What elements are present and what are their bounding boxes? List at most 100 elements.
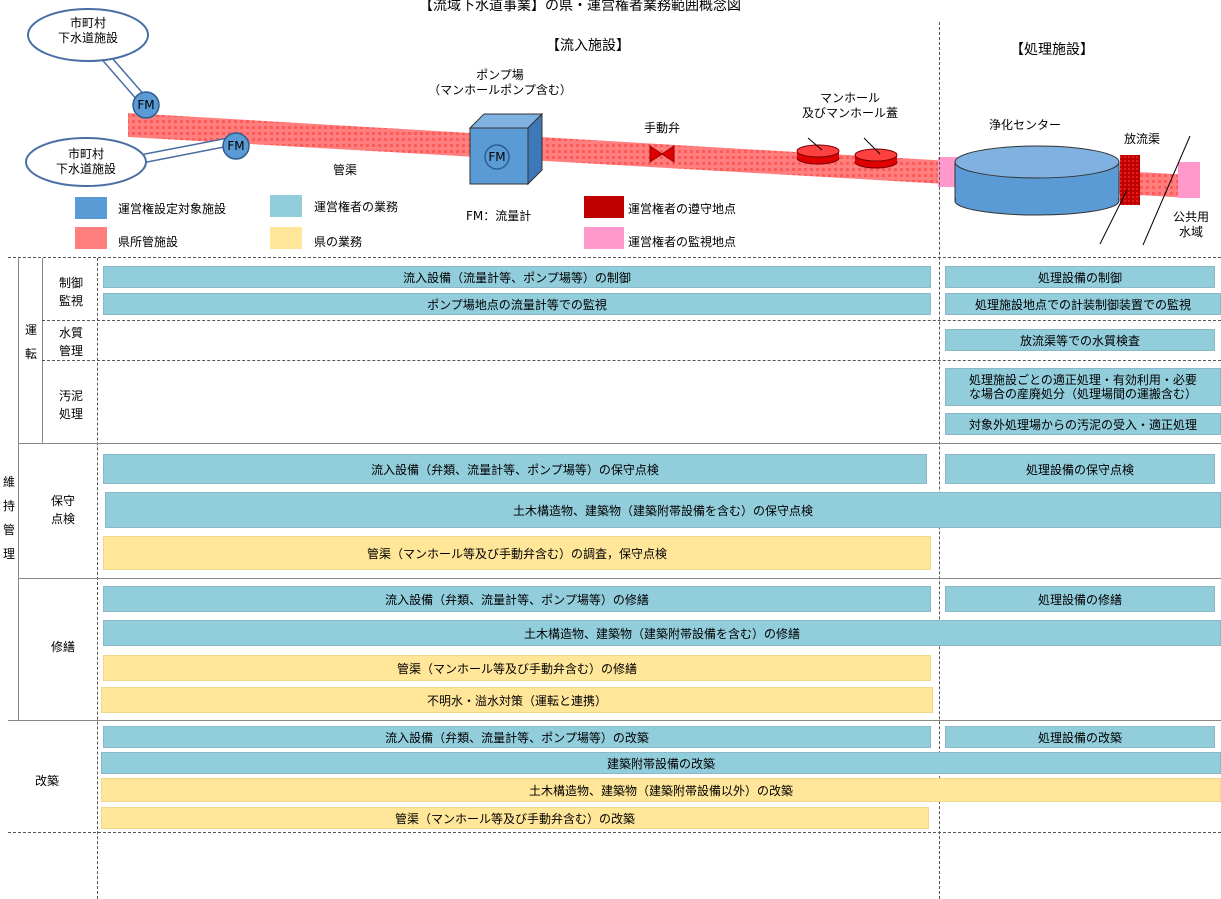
pump-station-line1: ポンプ場 [476,68,524,82]
fm-label-pump: FM [488,150,506,164]
category-operation: 運 転 [20,318,42,366]
bar-renovation-structures: 土木構造物、建築物（建築附帯設備以外）の改築 [101,778,1221,802]
municipal-bottom-line2: 下水道施設 [55,162,116,176]
legend-swatch-operator [270,195,302,217]
flowmeter-icon-2 [222,132,250,160]
bar-sludge-treatment: 処理施設ごとの適正処理・有効利用・必要 な場合の産廃処分（処理場間の運搬含む） [945,368,1221,406]
bar-sludge-external: 対象外処理場からの汚泥の受入・適正処理 [945,413,1221,435]
divider-bottom [8,832,1221,833]
category-sludge-line1: 汚泥 [58,389,83,403]
category-maintenance: 維 持 管 理 [0,470,18,566]
public-water-line1: 公共用 [1172,210,1209,224]
legend-swatch-pref-facility [75,227,107,249]
category-control-line1: 制御 [58,276,83,290]
divider-control-water [42,320,1221,321]
bar-inspection-inflow: 流入設備（弁類、流量計等、ポンプ場等）の保守点検 [103,454,927,484]
legend-swatch-monitoring [584,227,624,249]
section-inflow-label: 【流入施設】 [546,38,630,54]
divider-treatment [939,22,940,899]
bar-renovation-building-equipment: 建築附帯設備の改築 [101,752,1221,774]
municipal-ellipse-top [27,8,149,62]
manhole-icons [796,137,898,169]
flowmeter-icon-1 [132,91,160,119]
public-water-line2: 水域 [1178,225,1203,239]
bar-renovation-pipes: 管渠（マンホール等及び手動弁含む）の改築 [101,807,929,829]
pump-station-label: ポンプ場 （マンホールポンプ含む） [420,68,580,98]
municipal-ellipse-bottom [25,137,147,187]
manual-valve-icon [649,145,675,163]
bar-monitor-inflow: ポンプ場地点の流量計等での監視 [103,293,931,315]
category-control: 制御 監視 [46,274,96,310]
category-maintenance-char4: 理 [2,547,15,561]
bar-inspection-structures: 土木構造物、建築物（建築附帯設備を含む）の保守点検 [105,492,1221,528]
municipal-label-bottom: 市町村 下水道施設 [48,147,124,177]
category-repair: 修繕 [50,640,75,654]
category-inspection-line2: 点検 [50,512,75,526]
bar-monitor-treatment: 処理施設地点での計装制御装置での監視 [945,293,1221,315]
manhole-line2: 及びマンホール蓋 [801,106,898,120]
category-inspection-line1: 保守 [50,494,75,508]
legend-swatch-pref-work [270,227,302,249]
municipal-top-line2: 下水道施設 [57,31,118,45]
category-sludge: 汚泥 処理 [46,387,96,423]
bar-repair-inflow: 流入設備（弁類、流量計等、ポンプ場等）の修繕 [103,586,931,612]
legend-swatch-target [75,197,107,219]
manhole-line1: マンホール [819,91,880,105]
category-maintenance-char1: 維 [2,475,15,489]
legend-compliance-label: 運営権者の遵守地点 [628,202,737,216]
compliance-point-outfall [1120,155,1140,205]
fm-label-2: FM [227,139,245,153]
municipal-label-top: 市町村 下水道施設 [50,16,126,46]
public-water-label: 公共用 水域 [1166,210,1216,240]
municipal-top-line1: 市町村 [69,16,106,30]
bar-inspection-pipes: 管渠（マンホール等及び手動弁含む）の調査，保守点検 [103,536,931,570]
category-maintenance-char3: 管 [2,523,15,537]
bar-repair-pipes: 管渠（マンホール等及び手動弁含む）の修繕 [103,655,931,681]
monitoring-point-outfall [1178,162,1200,198]
section-treatment-label: 【処理施設】 [1010,42,1094,58]
legend-fm-note: FM：流量計 [466,209,532,223]
category-operation-char2: 転 [24,347,37,361]
bar-repair-treatment: 処理設備の修繕 [945,586,1215,612]
legend-pref-work-label: 県の業務 [314,235,363,249]
divider-operation [42,258,43,443]
bar-renovation-inflow: 流入設備（弁類、流量計等、ポンプ場等）の改築 [103,726,931,748]
bar-water-quality: 放流渠等での水質検査 [945,329,1215,351]
legend-target-label: 運営権設定対象施設 [118,202,227,216]
bar-repair-infiltration: 不明水・溢水対策（運転と連携） [101,687,933,713]
category-water-quality-line2: 管理 [58,344,83,358]
treatment-center-label: 浄化センター [989,118,1062,132]
legend-operator-label: 運営権者の業務 [314,200,399,214]
pump-station-icon [468,112,544,186]
bar-control-treatment: 処理設備の制御 [945,266,1215,288]
category-water-quality: 水質 管理 [46,324,96,360]
bar-repair-structures: 土木構造物、建築物（建築附帯設備を含む）の修繕 [103,620,1221,646]
facility-diagram [25,8,1200,246]
treatment-center-icon [954,145,1120,216]
legend-monitoring-label: 運営権者の監視地点 [628,235,737,249]
category-control-line2: 監視 [58,294,83,308]
connector-pipe-bottom [139,137,230,164]
legend-swatch-compliance [584,196,624,218]
pipe-label: 管渠 [333,163,358,177]
category-inspection: 保守 点検 [30,492,96,528]
divider-maintenance [18,258,19,720]
outfall-label: 放流渠 [1124,132,1161,146]
manual-valve-label: 手動弁 [644,121,681,135]
divider-maintenance-renovation [8,720,1221,721]
category-maintenance-char2: 持 [2,499,15,513]
divider-inspection-repair [18,578,1221,579]
bar-sludge-line2: な場合の産廃処分（処理場間の運搬含む） [968,387,1197,401]
bar-control-inflow: 流入設備（流量計等、ポンプ場等）の制御 [103,266,931,288]
bar-sludge-line1: 処理施設ごとの適正処理・有効利用・必要 [969,373,1197,387]
diagram-title: 【流域下水道事業】の県・運営権者業務範囲概念図 [419,0,741,14]
water-boundary-line [1142,135,1191,246]
municipal-bottom-line1: 市町村 [67,147,104,161]
bar-inspection-treatment: 処理設備の保守点検 [945,454,1215,484]
monitoring-point-inflow [938,157,958,187]
category-renovation: 改築 [34,774,59,788]
divider-water-sludge [42,360,1221,361]
divider-operation-inspection [18,443,1221,444]
pump-station-line2: （マンホールポンプ含む） [428,83,572,97]
category-water-quality-line1: 水質 [58,326,83,340]
